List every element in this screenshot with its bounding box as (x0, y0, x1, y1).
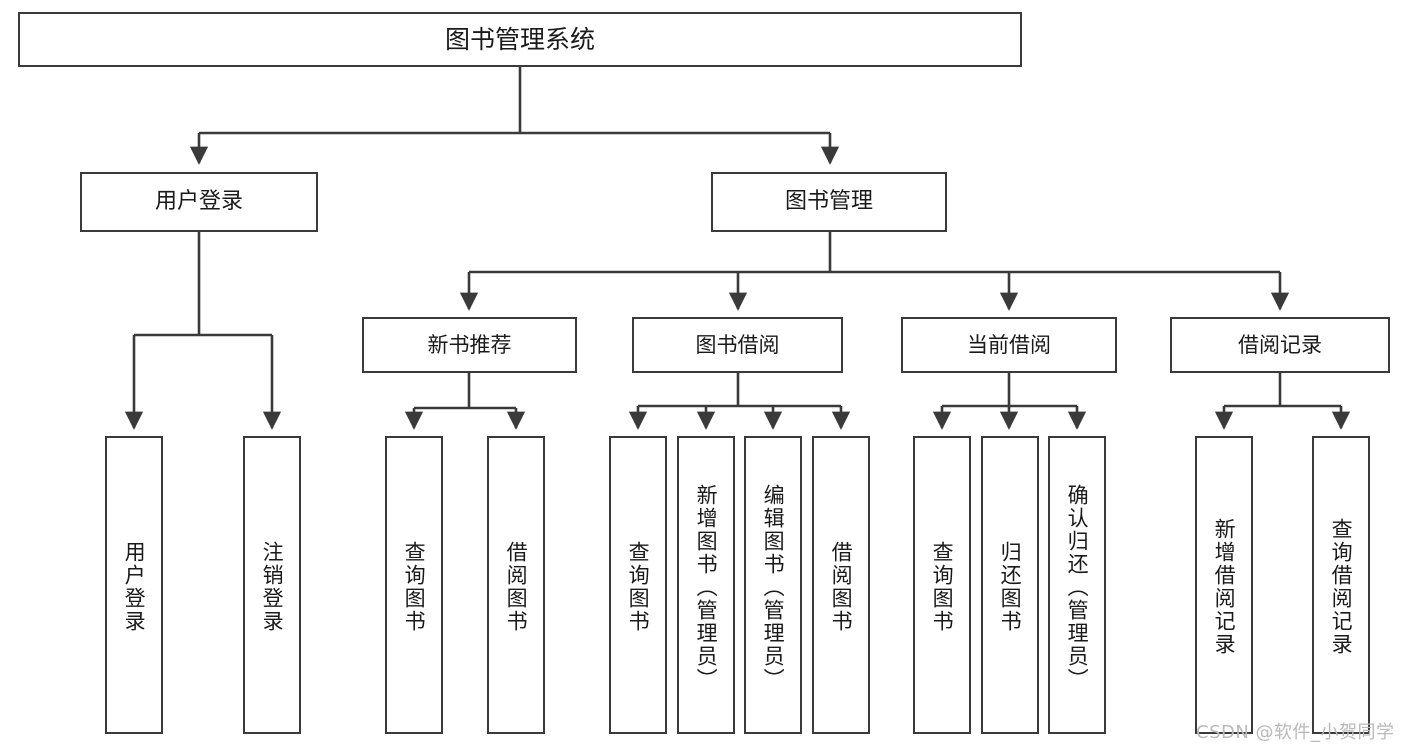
node-leaf-query-book-current-label: 查询图书 (930, 541, 955, 633)
node-leaf-confirm-return-admin-label: 确认归还（管理员） (1065, 483, 1090, 691)
node-borrow-record[interactable]: 借阅记录 (1170, 317, 1390, 373)
node-leaf-user-login-label: 用户登录 (122, 541, 147, 633)
node-leaf-add-borrow-record-label: 新增借阅记录 (1212, 518, 1237, 656)
node-new-book-recommend-label: 新书推荐 (427, 332, 512, 357)
node-leaf-add-book-admin[interactable]: 新增图书（管理员） (677, 436, 735, 734)
node-root[interactable]: 图书管理系统 (18, 12, 1022, 67)
node-leaf-add-book-admin-label: 新增图书（管理员） (694, 483, 719, 691)
node-leaf-borrow-book-label: 借阅图书 (829, 541, 854, 633)
node-current-borrow[interactable]: 当前借阅 (901, 317, 1117, 373)
watermark: CSDN @软件_小贺同学 (1196, 722, 1395, 743)
node-leaf-edit-book-admin[interactable]: 编辑图书（管理员） (744, 436, 802, 734)
node-leaf-user-login[interactable]: 用户登录 (105, 436, 163, 734)
node-leaf-query-borrow-record[interactable]: 查询借阅记录 (1312, 436, 1370, 734)
node-leaf-return-book[interactable]: 归还图书 (981, 436, 1039, 734)
node-leaf-borrow-book-rec[interactable]: 借阅图书 (487, 436, 545, 734)
node-book-borrow[interactable]: 图书借阅 (632, 317, 843, 373)
node-borrow-record-label: 借阅记录 (1238, 332, 1322, 357)
node-book-management[interactable]: 图书管理 (711, 172, 947, 232)
node-leaf-query-book-borrow[interactable]: 查询图书 (609, 436, 667, 734)
node-current-borrow-label: 当前借阅 (967, 332, 1051, 357)
node-leaf-query-borrow-record-label: 查询借阅记录 (1329, 518, 1354, 656)
node-leaf-borrow-book[interactable]: 借阅图书 (812, 436, 870, 734)
node-leaf-query-book-rec-label: 查询图书 (402, 541, 427, 633)
node-book-management-label: 图书管理 (784, 189, 873, 215)
node-leaf-logout-label: 注销登录 (260, 541, 285, 633)
node-leaf-confirm-return-admin[interactable]: 确认归还（管理员） (1048, 436, 1106, 734)
node-user-login[interactable]: 用户登录 (80, 172, 318, 232)
node-leaf-borrow-book-rec-label: 借阅图书 (504, 541, 529, 633)
node-leaf-edit-book-admin-label: 编辑图书（管理员） (761, 483, 786, 691)
node-leaf-return-book-label: 归还图书 (998, 541, 1023, 633)
node-leaf-add-borrow-record[interactable]: 新增借阅记录 (1195, 436, 1253, 734)
node-user-login-label: 用户登录 (154, 189, 243, 215)
node-leaf-query-book-rec[interactable]: 查询图书 (385, 436, 443, 734)
node-root-label: 图书管理系统 (444, 24, 595, 54)
node-leaf-logout[interactable]: 注销登录 (243, 436, 301, 734)
node-new-book-recommend[interactable]: 新书推荐 (362, 317, 577, 373)
node-leaf-query-book-borrow-label: 查询图书 (626, 541, 651, 633)
node-book-borrow-label: 图书借阅 (695, 332, 780, 357)
node-leaf-query-book-current[interactable]: 查询图书 (913, 436, 971, 734)
